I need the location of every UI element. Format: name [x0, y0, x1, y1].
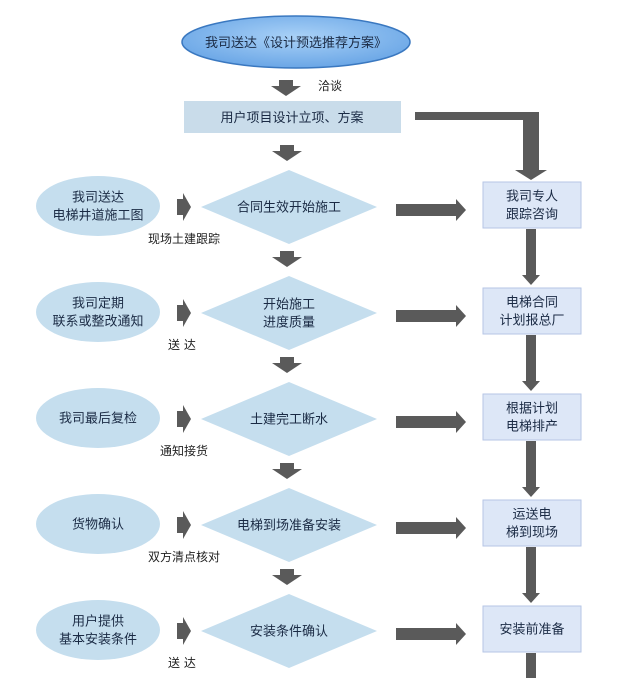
diamond-label: 合同生效开始施工: [237, 201, 341, 216]
left-oval: [36, 176, 160, 236]
decision-diamond: [201, 488, 377, 562]
top-oval-label: 我司送达《设计预选推荐方案》: [205, 35, 387, 51]
left-oval: [36, 600, 160, 660]
right-box-label: 电梯合同: [506, 296, 558, 311]
arrow-right-small: [177, 405, 191, 433]
left-oval-label: 基本安装条件: [59, 632, 137, 648]
decision-diamond: [201, 276, 377, 350]
arrow-right-main: [396, 623, 466, 645]
right-box: [482, 287, 582, 335]
arrow-down-right: [522, 441, 540, 497]
negotiation-label: 洽谈: [318, 79, 342, 93]
arrow-down-main: [272, 569, 302, 585]
arrow-down-right: [522, 547, 540, 603]
left-oval-label: 我司定期: [72, 297, 124, 312]
left-oval-label: 电梯井道施工图: [52, 209, 143, 224]
left-oval-label: 我司最后复检: [59, 412, 137, 427]
arrow-right-small: [177, 617, 191, 645]
arrow-down-right: [522, 229, 540, 285]
row-note: 现场土建跟踪: [148, 232, 220, 246]
decision-diamond: [201, 594, 377, 668]
arrow-down-right: [522, 335, 540, 391]
right-box-label: 我司专人: [506, 190, 558, 205]
right-box-label: 运送电: [512, 508, 551, 523]
left-oval-label: 货物确认: [72, 517, 124, 533]
elbow-connector: [415, 112, 547, 180]
arrow-down-top: [271, 80, 301, 96]
arrow-right-small: [177, 193, 191, 221]
diamond-label: 电梯到场准备安装: [237, 518, 341, 534]
arrow-down-main: [272, 145, 302, 161]
row-note: 送 达: [168, 337, 196, 352]
arrow-right-small: [177, 299, 191, 327]
arrow-down-main: [272, 463, 302, 479]
right-box-label: 计划报总厂: [499, 314, 564, 329]
top-oval: 我司送达《设计预选推荐方案》: [181, 15, 411, 69]
arrow-right-main: [396, 411, 466, 433]
right-box-label: 跟踪咨询: [506, 208, 558, 223]
diamond-label: 土建完工断水: [250, 413, 328, 428]
right-box-label: 电梯排产: [506, 420, 558, 435]
diamond-label: 开始施工: [263, 298, 315, 313]
diamond-label: 进度质量: [263, 315, 315, 331]
decision-diamond: [201, 170, 377, 244]
arrow-right-main: [396, 517, 466, 539]
decision-diamond: [201, 382, 377, 456]
left-oval: [36, 494, 160, 554]
arrow-down-main: [272, 357, 302, 373]
arrow-right-main: [396, 305, 466, 327]
project-box-label: 用户项目设计立项、方案: [220, 110, 363, 126]
row-note: 通知接货: [160, 443, 208, 458]
left-oval-label: 我司送达: [72, 191, 124, 206]
left-oval-label: 用户提供: [72, 614, 124, 630]
right-box-label: 根据计划: [506, 402, 558, 417]
row-note: 送 达: [168, 655, 196, 670]
project-box: 用户项目设计立项、方案: [184, 101, 401, 133]
left-oval-label: 联系或整改通知: [52, 314, 143, 330]
arrow-right-small: [177, 511, 191, 539]
row-note: 双方清点核对: [148, 549, 220, 564]
left-oval: [36, 282, 160, 342]
arrow-down-main: [272, 251, 302, 267]
right-box: [482, 393, 582, 441]
arrow-down-right: [526, 653, 536, 678]
diamond-label: 安装条件确认: [250, 624, 328, 640]
right-box-label: 安装前准备: [499, 622, 564, 638]
right-box: [482, 605, 582, 653]
right-box: [482, 499, 582, 547]
right-box: [482, 181, 582, 229]
right-box-label: 梯到现场: [506, 526, 558, 541]
arrow-right-main: [396, 199, 466, 221]
left-oval: [36, 388, 160, 448]
